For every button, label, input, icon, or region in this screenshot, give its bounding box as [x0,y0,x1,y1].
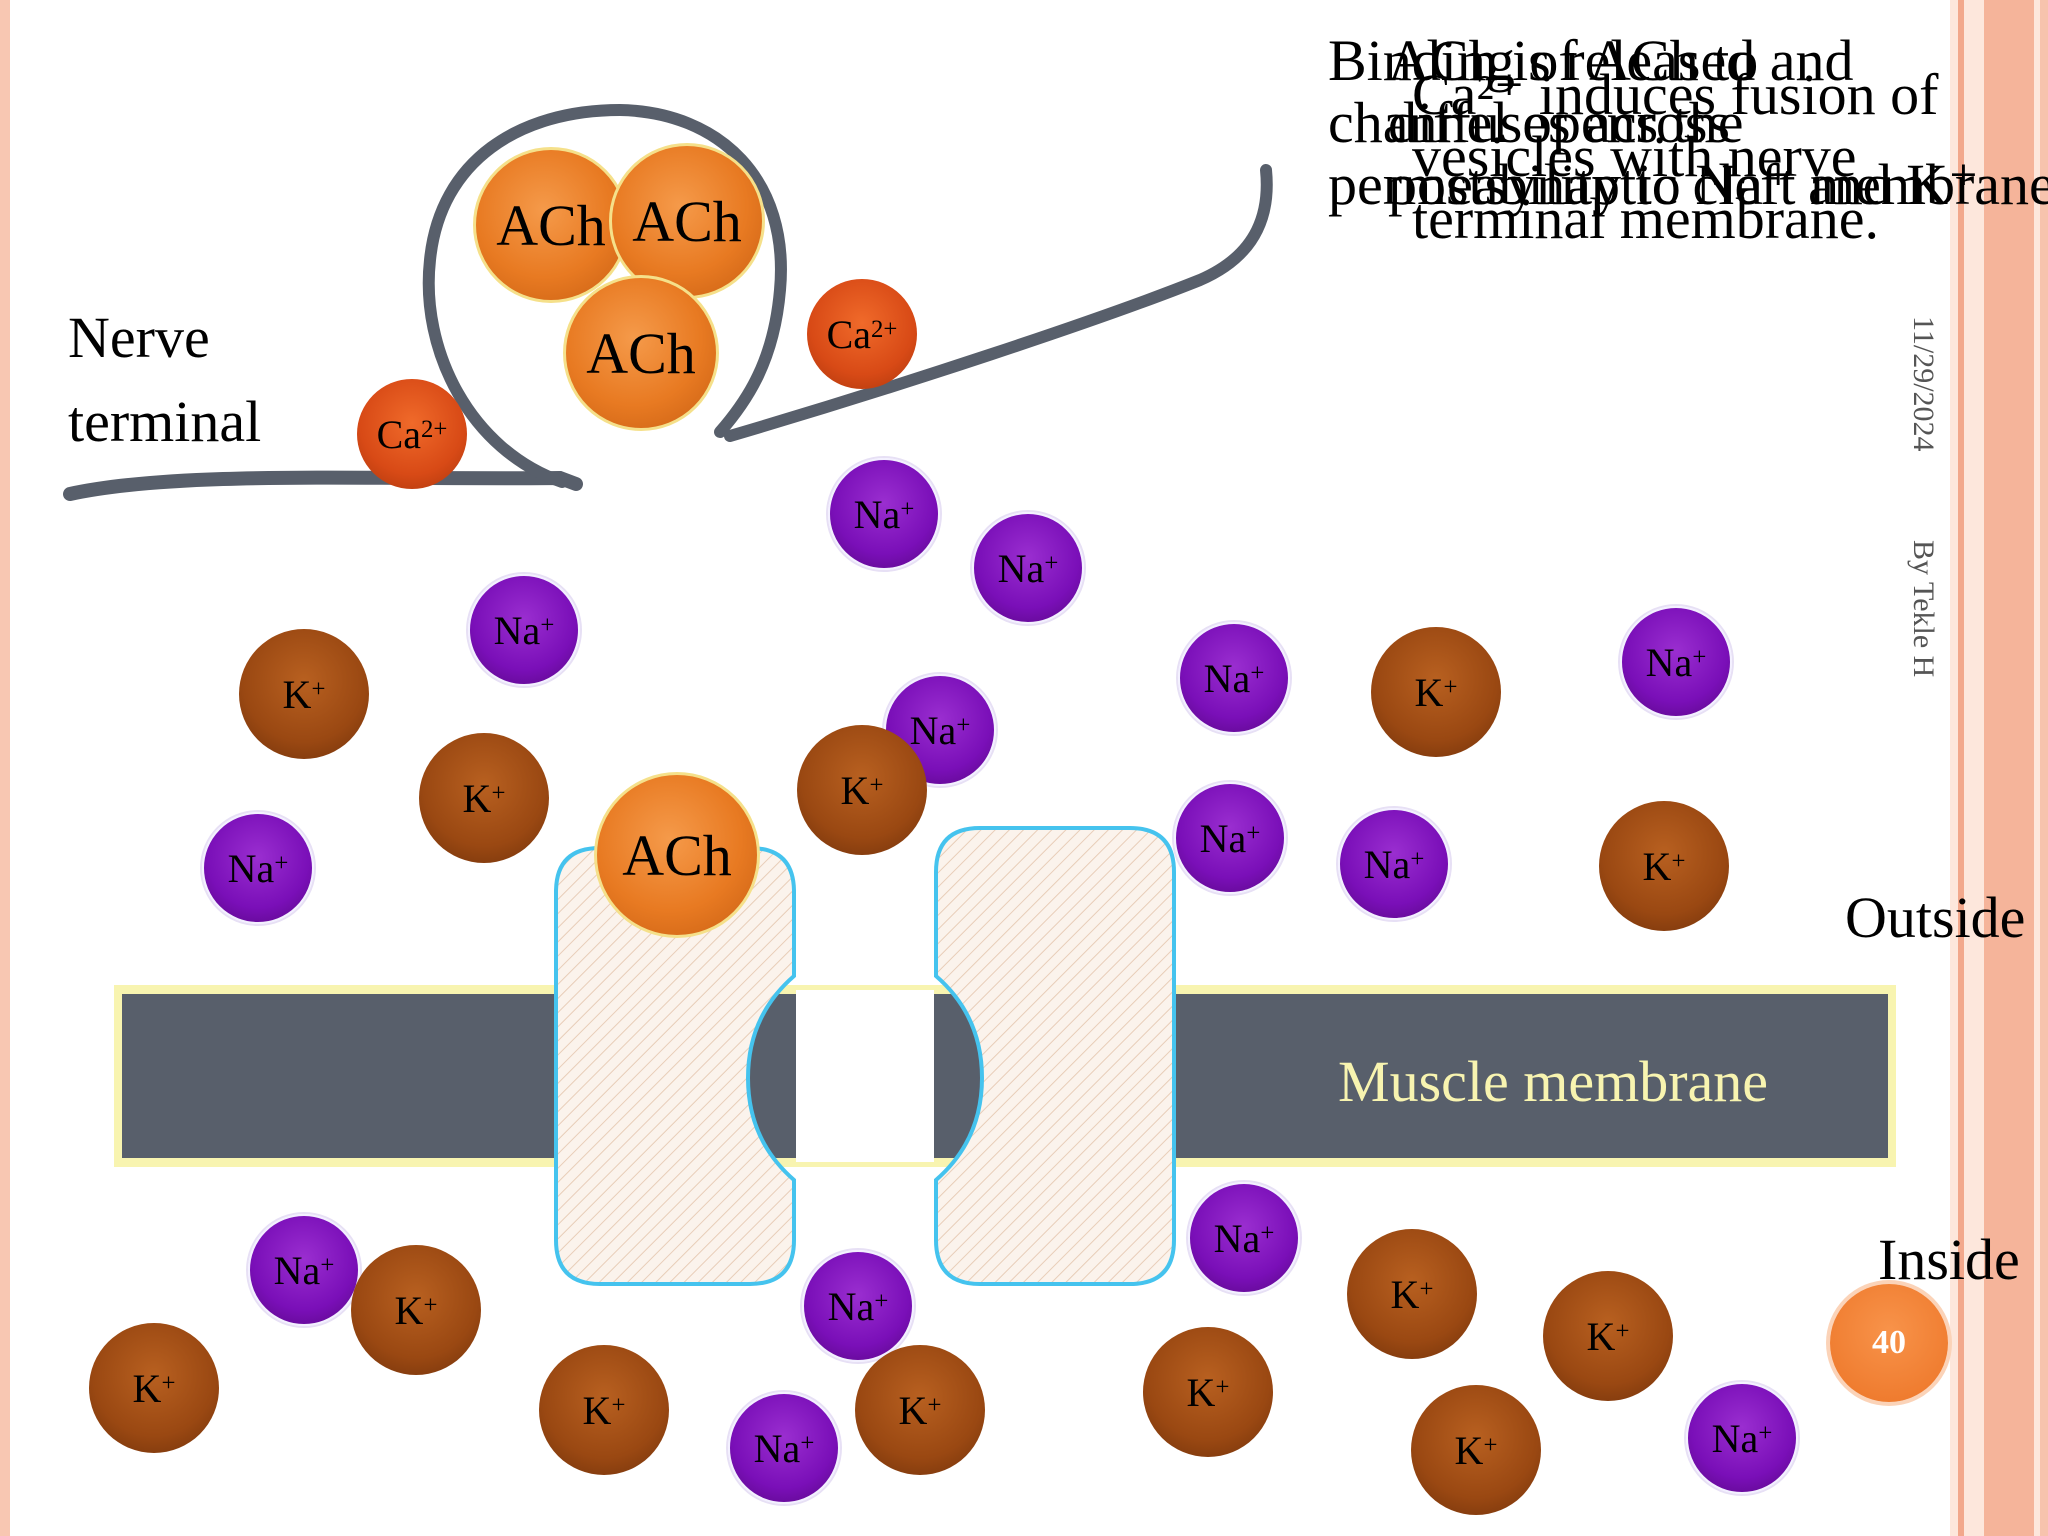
ion-symbol: K [1642,843,1672,889]
ion-symbol: K [394,1287,424,1333]
ion-symbol: Na [909,707,957,753]
ion-symbol: Na [997,545,1045,591]
caption-binding-line-3: permeability to Na⁺ and K⁺ [1328,152,1979,217]
ion-symbol: Na [227,845,275,891]
ach-molecule: ACh [594,772,760,938]
ion-symbol: Na [1203,655,1251,701]
potassium-ion: K+ [1371,627,1501,757]
ion-symbol: Ca [826,311,872,357]
ach-molecule: ACh [473,147,629,303]
channel-left-subunit [554,846,796,1286]
potassium-ion: K+ [1599,801,1729,931]
potassium-ion: K+ [89,1323,219,1453]
sodium-ion: Na+ [728,1392,840,1504]
sodium-ion: Na+ [802,1250,914,1362]
ion-symbol: K [1186,1369,1216,1415]
nerve-terminal-line-1: Nerve [68,305,210,370]
potassium-ion: K+ [239,629,369,759]
caption-release: ACh is released and diffuses across post… [1388,30,2048,216]
ach-molecule: ACh [609,143,765,299]
ion-symbol: Ca [376,411,422,457]
inside-label: Inside [1878,1227,2020,1292]
caption-fusion-line-2: vesicles with nerve [1412,124,1857,189]
sodium-ion: Na+ [828,458,940,570]
nerve-terminal-line-2: terminal [68,389,262,454]
ion-symbol: K [1414,669,1444,715]
potassium-ion: K+ [1143,1327,1273,1457]
channel-right-subunit [934,826,1176,1286]
caption-fusion-line-1: Ca²⁺ induces fusion of [1412,62,1939,127]
caption-binding-line-1: Binding of ACh to [1328,28,1759,93]
potassium-ion: K+ [1543,1271,1673,1401]
sodium-ion: Na+ [1174,782,1286,894]
ion-symbol: ACh [622,822,732,888]
ion-symbol: ACh [632,188,742,254]
ion-symbol: Na [853,491,901,537]
left-border [0,0,10,1536]
ion-symbol: Na [753,1425,801,1471]
sodium-ion: Na+ [1686,1382,1798,1494]
ion-symbol: K [462,775,492,821]
sodium-ion: Na+ [202,812,314,924]
ion-symbol: Na [1363,841,1411,887]
caption-binding-line-2: channel opens the [1328,90,1744,155]
ion-symbol: K [582,1387,612,1433]
potassium-ion: K+ [1411,1385,1541,1515]
ion-symbol: K [898,1387,928,1433]
sodium-ion: Na+ [1338,808,1450,920]
ach-molecule: ACh [563,275,719,431]
nerve-terminal-membrane [63,470,583,501]
sodium-ion: Na+ [972,512,1084,624]
page-number-badge: 40 [1830,1284,1948,1402]
potassium-ion: K+ [419,733,549,863]
ion-symbol: Na [1711,1415,1759,1461]
ion-symbol: K [1390,1271,1420,1317]
ion-symbol: K [282,671,312,717]
sodium-ion: Na+ [468,574,580,686]
sodium-ion: Na+ [248,1214,360,1326]
sodium-ion: Na+ [1188,1182,1300,1294]
potassium-ion: K+ [539,1345,669,1475]
ion-symbol: Na [827,1283,875,1329]
caption-release-line-3: postsynaptic cleft membrane [1388,152,2048,217]
caption-fusion-line-3: terminal membrane. [1412,186,1880,251]
slide-author: By Tekle H [1907,540,1940,678]
caption-release-line-1: ACh is released and [1388,28,1854,93]
sodium-ion: Na+ [1620,606,1732,718]
ion-symbol: K [1586,1313,1616,1359]
ion-symbol: K [1454,1427,1484,1473]
potassium-ion: K+ [855,1345,985,1475]
outside-label: Outside [1845,885,2026,950]
ion-symbol: K [840,767,870,813]
ion-symbol: Na [1645,639,1693,685]
slide-date: 11/29/2024 [1907,316,1940,452]
muscle-membrane-label: Muscle membrane [1338,1049,1769,1114]
nerve-terminal-label: Nerve terminal [68,296,261,464]
potassium-ion: K+ [351,1245,481,1375]
ion-symbol: ACh [586,320,696,386]
ion-symbol: Na [273,1247,321,1293]
caption-release-line-2: diffuses across [1388,90,1731,155]
potassium-ion: K+ [1347,1229,1477,1359]
ion-symbol: ACh [496,192,606,258]
potassium-ion: K+ [797,725,927,855]
nerve-terminal-membrane-right [724,164,1273,442]
sodium-ion: Na+ [1178,622,1290,734]
caption-fusion: Ca²⁺ induces fusion of vesicles with ner… [1412,64,1938,250]
ion-symbol: Na [493,607,541,653]
ion-symbol: Na [1199,815,1247,861]
ion-symbol: Na [1213,1215,1261,1261]
caption-binding: Binding of ACh to channel opens the perm… [1328,30,1979,216]
synaptic-vesicle [422,103,787,488]
ion-symbol: K [132,1365,162,1411]
